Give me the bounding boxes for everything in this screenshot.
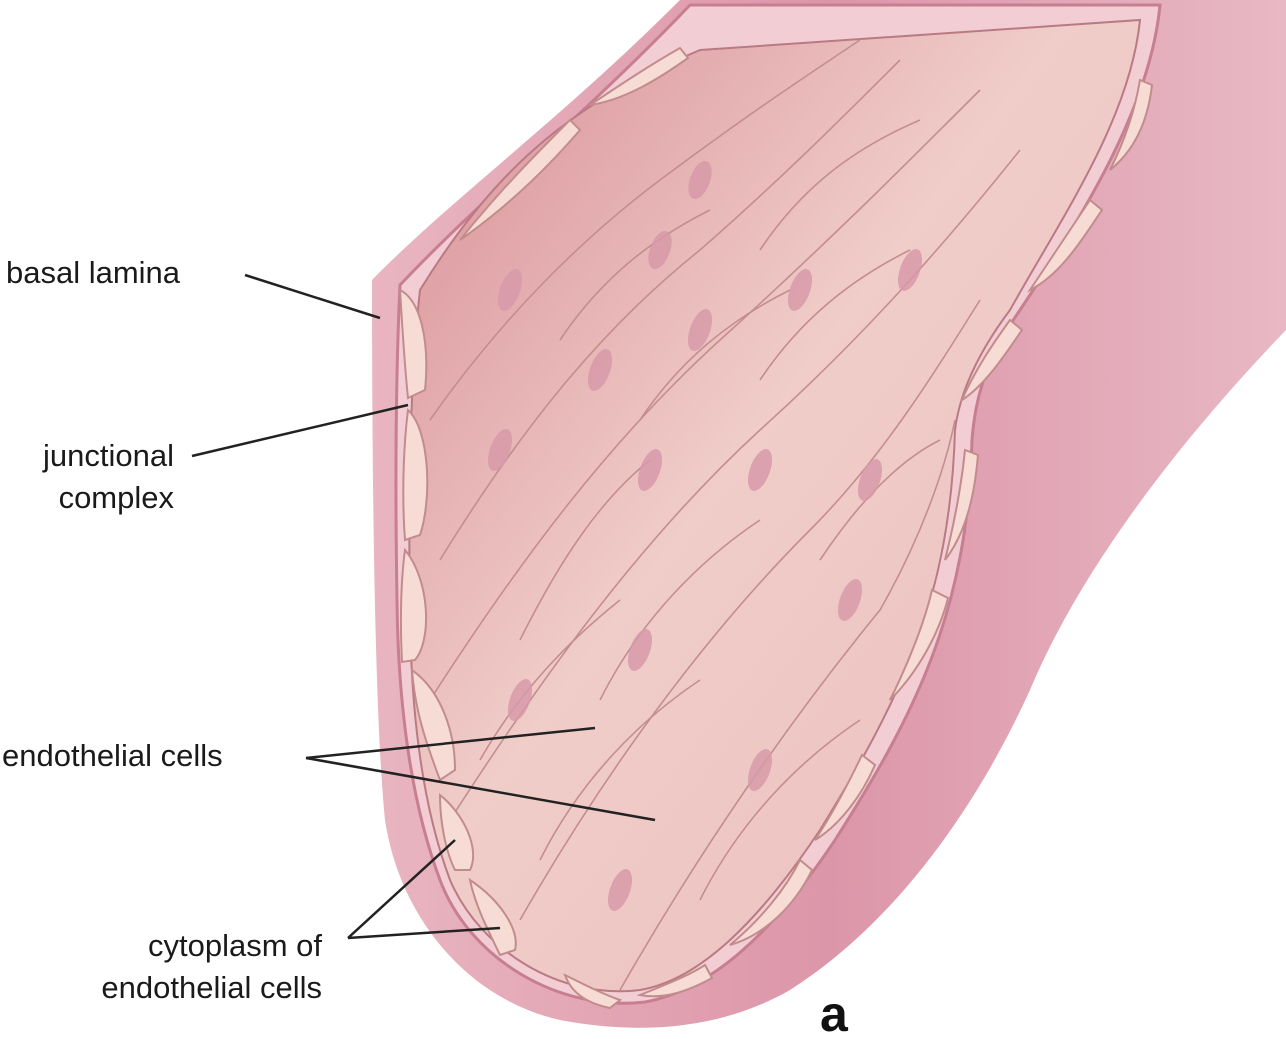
label-basal-lamina: basal lamina — [6, 252, 180, 294]
label-junctional-line1: junctional — [0, 435, 174, 477]
panel-letter: a — [820, 985, 848, 1039]
label-junctional-line2: complex — [0, 477, 174, 519]
label-cytoplasm-line2: endothelial cells — [0, 967, 322, 1009]
label-cytoplasm: cytoplasm of endothelial cells — [0, 925, 322, 1009]
label-junctional-complex: junctional complex — [0, 435, 174, 519]
label-cytoplasm-line1: cytoplasm of — [0, 925, 322, 967]
leader-basal-lamina — [245, 275, 380, 318]
label-endothelial-cells: endothelial cells — [2, 735, 223, 777]
